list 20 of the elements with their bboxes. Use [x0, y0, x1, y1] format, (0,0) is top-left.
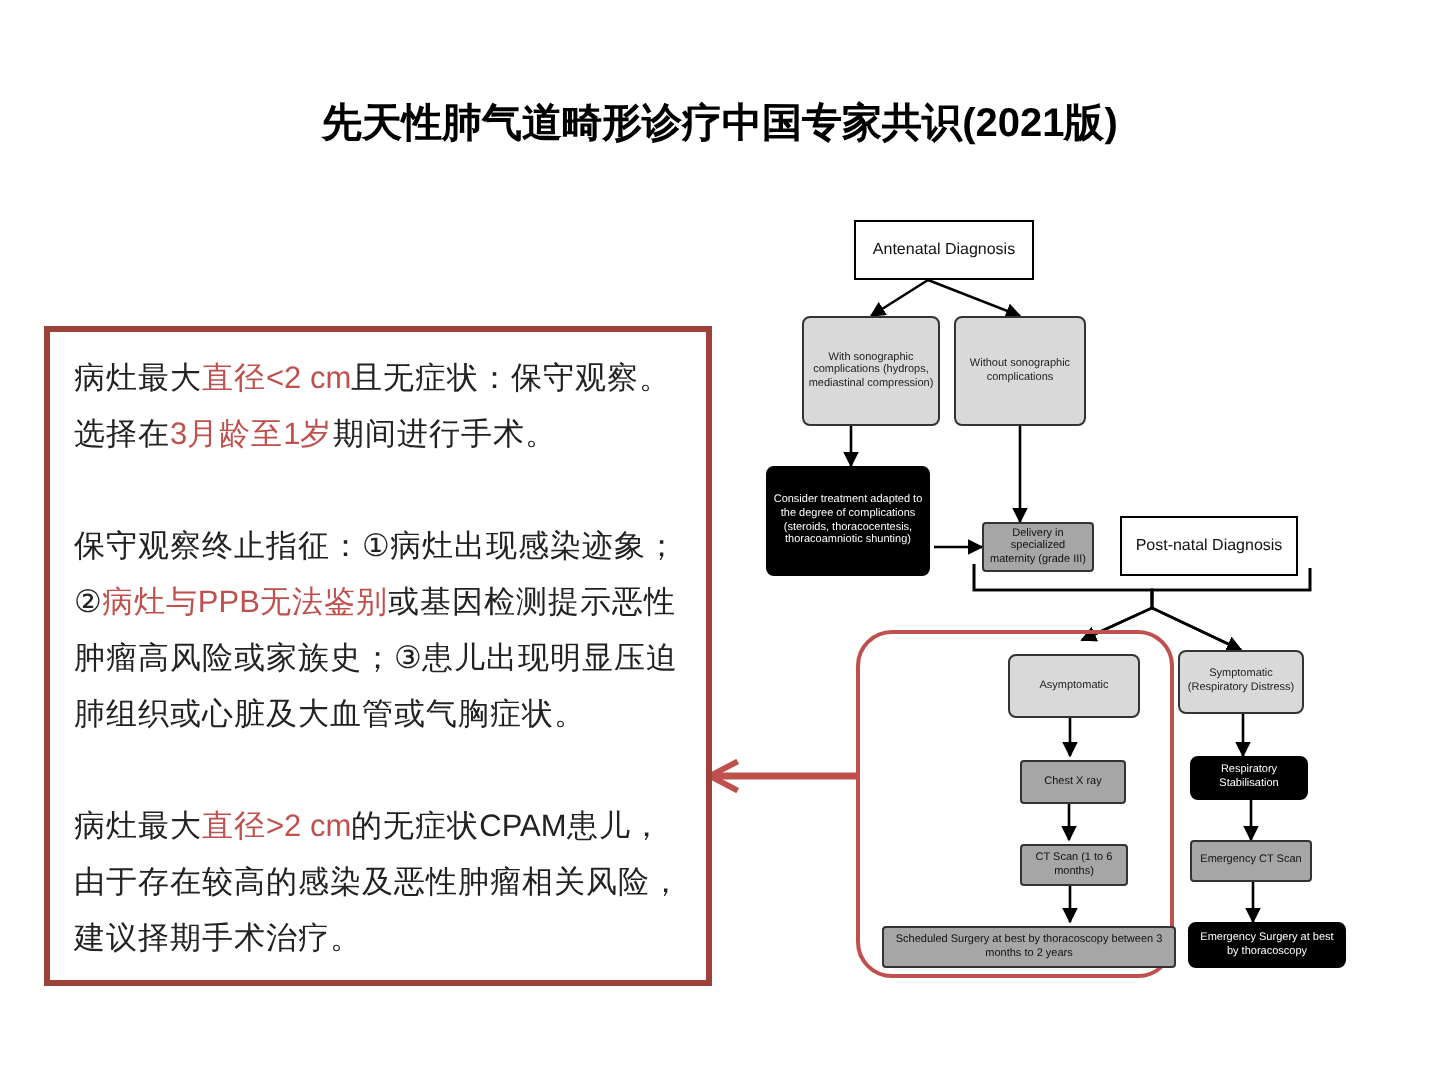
text-panel: [44, 326, 712, 986]
arrow: [934, 539, 984, 555]
arrow: [1062, 714, 1078, 758]
paragraph: 保守观察终止指征：①病灶出现感染迹象；②病灶与PPB无法鉴别或基因检测提示恶性肿瘤高风险或家族史；③患儿出现明显压迫肺组织或心脏及大血管或气胸症状。: [74, 528, 680, 736]
arrow: [1061, 800, 1077, 842]
arrow: [1062, 882, 1078, 924]
heading-box: Post-natal Diagnosis: [1120, 516, 1298, 576]
arrow: [869, 278, 929, 318]
arrow: [1243, 800, 1259, 842]
highlight-frame: [856, 630, 1174, 978]
heading-box: Antenatal Diagnosis: [854, 220, 1034, 280]
arrow: [1235, 714, 1251, 758]
paragraph: 病灶最大直径<2 cm且无症状：保守观察。选择在3月龄至1岁期间进行手术。: [74, 360, 674, 456]
arrow: [1245, 882, 1261, 924]
arrow: [1012, 426, 1028, 524]
arrow: [1150, 568, 1312, 652]
arrow: [843, 426, 859, 468]
paragraph: 病灶最大直径>2 cm的无症状CPAM患儿，由于存在较高的感染及恶性肿瘤相关风险，建议择期手术治疗。: [74, 808, 682, 960]
title: 先天性肺气道畸形诊疗中国专家共识(2021版): [319, 99, 1120, 150]
arrow: [927, 278, 1022, 319]
